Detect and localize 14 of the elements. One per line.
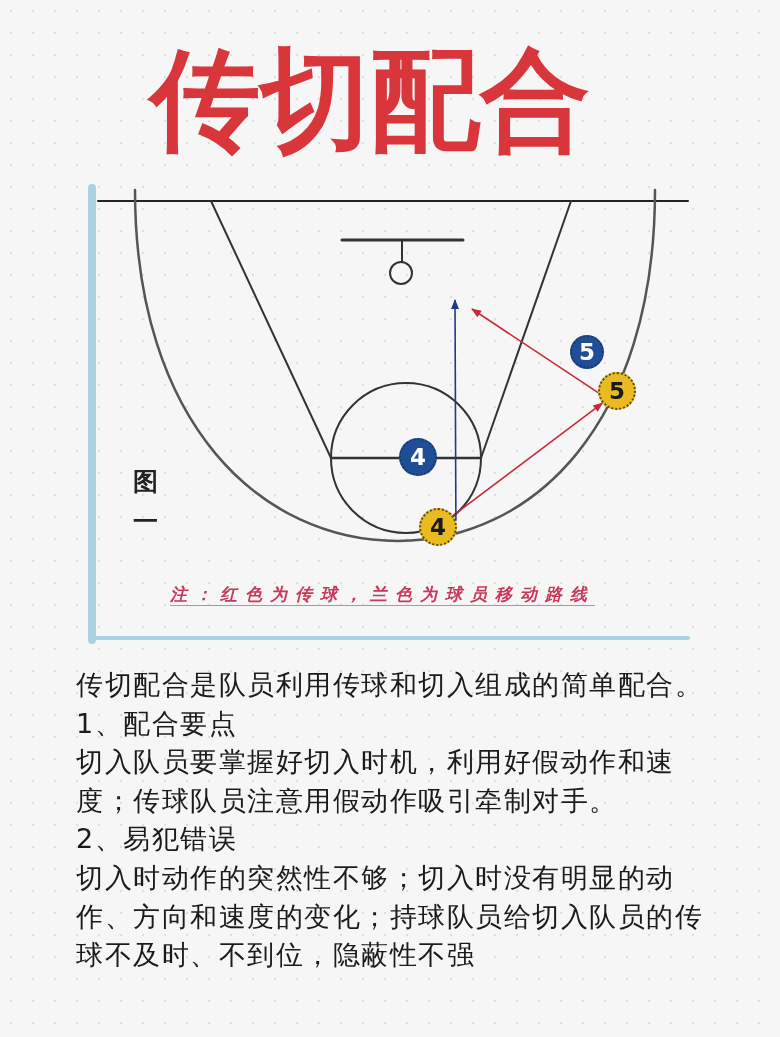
figure-label: 图一 (132, 466, 158, 538)
movement-arrow (451, 299, 460, 522)
pass-arrow (452, 402, 604, 517)
player-marker: 4 (399, 438, 437, 476)
pass-arrow (471, 308, 599, 394)
section-heading: 1、配合要点 (76, 706, 239, 741)
intro-paragraph: 传切配合是队员利用传球和切入组成的简单配合。 (76, 668, 704, 702)
section-heading: 2、易犯错误 (76, 822, 239, 857)
body-paragraph: 切入队员要掌握好切入时机，利用好假动作和速度；传球队员注意用假动作吸引牵制对手。 (76, 745, 676, 818)
player-marker: 5 (598, 372, 636, 410)
player-marker: 4 (419, 508, 457, 546)
body-paragraph: 切入时动作的突然性不够；切入时没有明显的动作、方向和速度的变化；持球队员给切入队员的传球不及时、不到位，隐蔽性不强 (76, 860, 704, 973)
player-marker: 5 (570, 335, 604, 369)
note-text: 注：红色为传球，兰色为球员移动路线 (170, 583, 595, 605)
